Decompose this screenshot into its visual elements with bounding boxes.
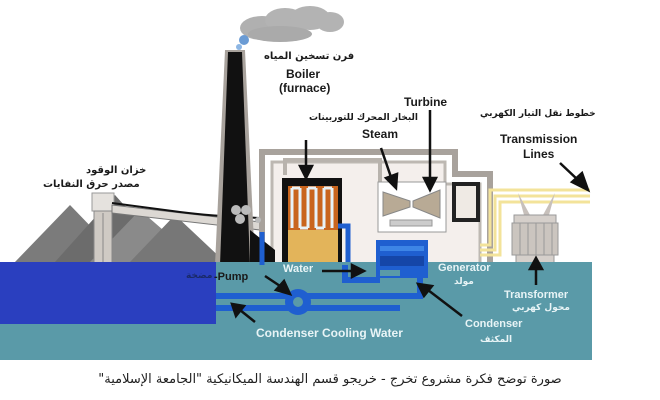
transmission-lines [480, 188, 590, 257]
fuel-label-ar: خزان الوقود [86, 165, 147, 176]
pump-label: -Pump [214, 271, 249, 283]
chimney [215, 50, 275, 265]
generator-label-ar: مولد [454, 277, 474, 287]
generator [452, 182, 480, 222]
transformer-label-ar: محول كهربي [512, 303, 570, 313]
turbine [377, 181, 447, 233]
transmission-label: Transmission [500, 132, 578, 146]
fuel-source-label-ar: مصدر حرق النفايات [43, 179, 140, 190]
caption: صورة توضح فكرة مشروع تخرج - خريجو قسم ال… [98, 372, 562, 387]
reservoir [0, 262, 216, 324]
fuel-silo [91, 192, 115, 264]
boiler-label: Boiler [286, 67, 321, 81]
boiler-label-ar: فرن تسخين المياه [264, 51, 355, 62]
transmission-label-ar: خطوط نقل التيار الكهربي [480, 109, 596, 119]
generator-label: Generator [438, 262, 491, 274]
smoke-cloud [236, 6, 344, 50]
water-label: Water [283, 263, 314, 275]
transmission-label-sub: Lines [523, 147, 555, 161]
steam-label: Steam [362, 127, 399, 141]
transformer [511, 193, 559, 266]
condenser-label-ar: المكثف [480, 335, 513, 345]
steam-label-ar: البخار المحرك للتوربينات [309, 113, 418, 123]
pump-label-ar: مضخة [186, 271, 213, 281]
boiler-label-sub: (furnace) [279, 81, 331, 95]
cooling-water-label: Condenser Cooling Water [256, 326, 403, 340]
condenser [376, 240, 428, 278]
boiler-furnace [282, 178, 342, 266]
turbine-label: Turbine [404, 95, 448, 109]
transformer-label: Transformer [504, 289, 569, 301]
arrows [230, 110, 591, 323]
condenser-label: Condenser [465, 318, 523, 330]
